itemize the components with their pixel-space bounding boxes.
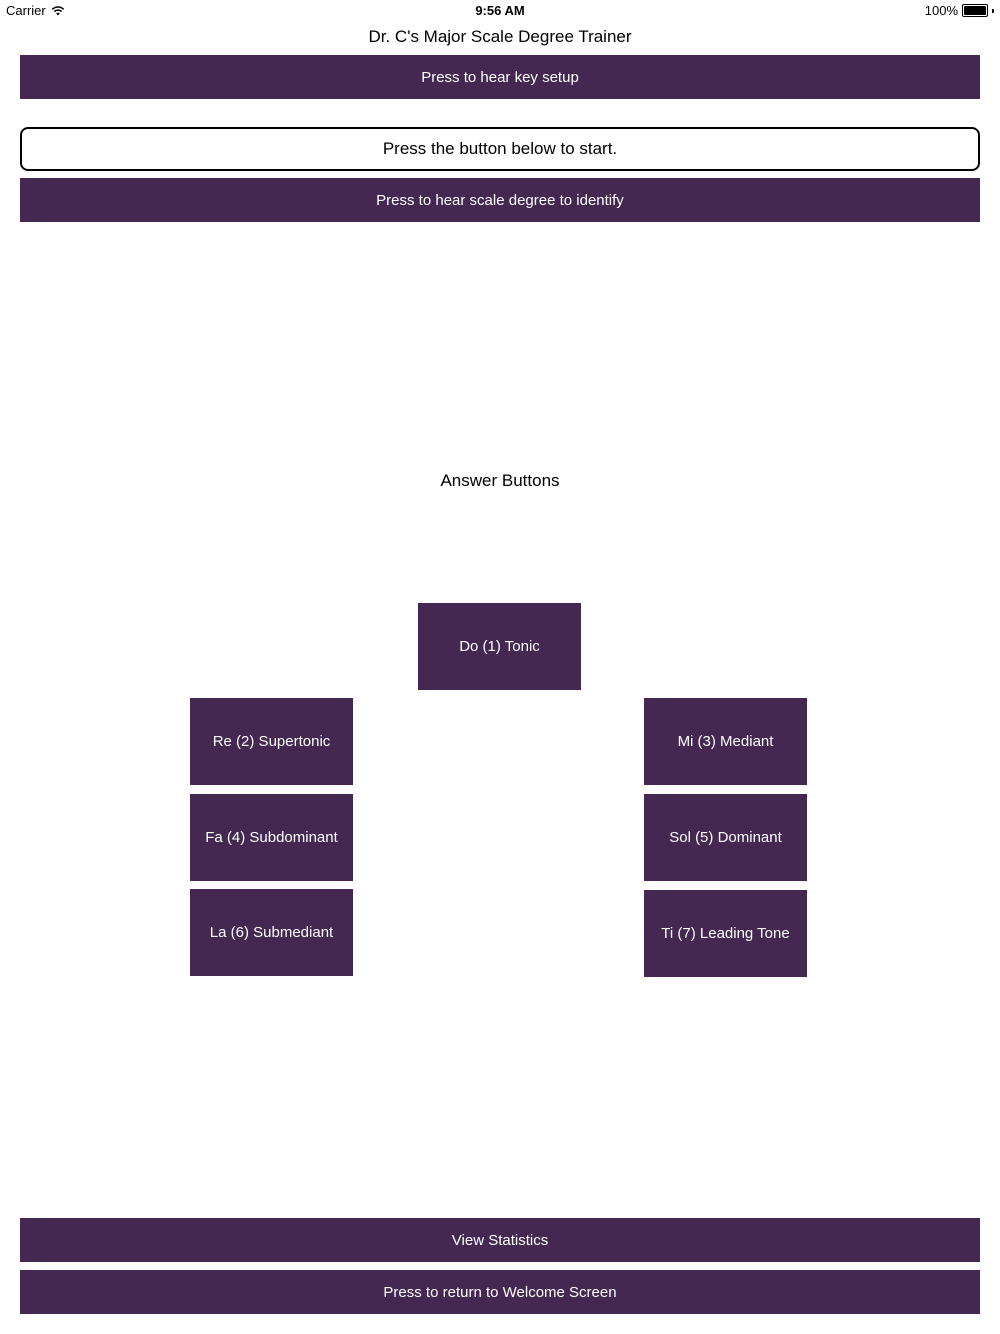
status-bar: Carrier 9:56 AM 100% xyxy=(0,0,1000,22)
battery-percentage: 100% xyxy=(924,3,958,18)
answer-la-button[interactable]: La (6) Submediant xyxy=(190,889,353,976)
answer-re-button[interactable]: Re (2) Supertonic xyxy=(190,698,353,785)
answer-mi-button[interactable]: Mi (3) Mediant xyxy=(644,698,807,785)
wifi-icon xyxy=(51,5,64,15)
page-title: Dr. C's Major Scale Degree Trainer xyxy=(368,27,632,46)
answer-sol-button[interactable]: Sol (5) Dominant xyxy=(644,794,807,881)
carrier-indicator: Carrier xyxy=(6,3,65,18)
status-time: 9:56 AM xyxy=(475,3,525,18)
answer-ti-button[interactable]: Ti (7) Leading Tone xyxy=(644,890,807,977)
return-welcome-button[interactable]: Press to return to Welcome Screen xyxy=(20,1270,980,1314)
battery-icon xyxy=(962,4,988,17)
hear-key-setup-button[interactable]: Press to hear key setup xyxy=(20,55,980,99)
battery-tip xyxy=(992,8,994,13)
carrier-label: Carrier xyxy=(6,3,46,18)
battery-indicator: 100% xyxy=(925,3,994,18)
answer-do-button[interactable]: Do (1) Tonic xyxy=(418,603,581,690)
hear-scale-degree-button[interactable]: Press to hear scale degree to identify xyxy=(20,178,980,222)
answer-fa-button[interactable]: Fa (4) Subdominant xyxy=(190,794,353,881)
view-statistics-button[interactable]: View Statistics xyxy=(20,1218,980,1262)
answer-buttons-heading: Answer Buttons xyxy=(440,471,560,490)
prompt-message: Press the button below to start. xyxy=(20,127,980,171)
